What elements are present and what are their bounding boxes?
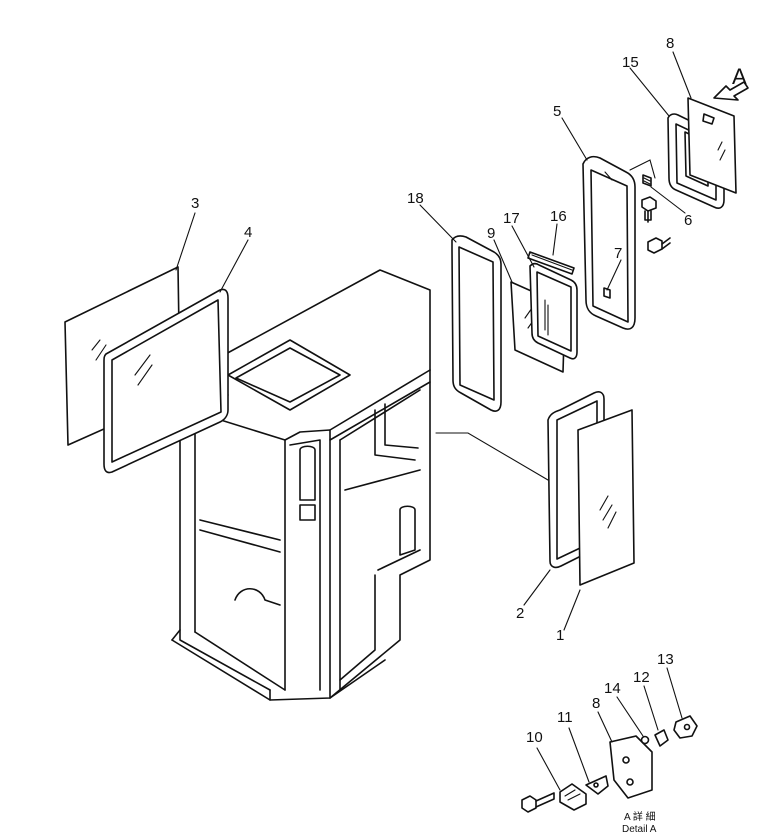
label-17: 17 xyxy=(503,210,520,227)
seal-part-18 xyxy=(451,235,502,412)
label-18: 18 xyxy=(407,190,424,207)
label-8-detail: 8 xyxy=(592,695,600,712)
seal-part-5 xyxy=(582,155,636,330)
label-13: 13 xyxy=(657,651,674,668)
detail-caption-jp: A 詳 細 xyxy=(624,810,656,823)
label-14: 14 xyxy=(604,680,621,697)
part-number-labels: 3 4 18 9 17 16 5 15 8 A 6 7 2 1 10 11 8 … xyxy=(191,35,747,835)
leader-cab-to-window xyxy=(435,432,549,481)
label-4: 4 xyxy=(244,224,252,241)
label-5: 5 xyxy=(553,103,561,120)
label-16: 16 xyxy=(550,208,567,225)
label-11: 11 xyxy=(557,709,573,726)
leader-lines xyxy=(175,51,692,791)
label-10: 10 xyxy=(526,729,543,746)
cab-frame xyxy=(171,269,431,701)
label-7: 7 xyxy=(614,245,622,262)
detail-a-assembly xyxy=(521,81,749,813)
label-8: 8 xyxy=(666,35,674,52)
glass-part-8 xyxy=(687,97,737,194)
seal-part-4 xyxy=(103,288,229,474)
label-15: 15 xyxy=(622,54,639,71)
seal-part-17 xyxy=(529,262,578,360)
label-6: 6 xyxy=(684,212,692,229)
detail-caption-en: Detail A xyxy=(622,824,657,835)
clip-part-6 xyxy=(629,159,656,187)
arrow-a-icon xyxy=(713,81,749,101)
bolt-part-7 xyxy=(641,196,671,254)
label-detail-a-arrow: A xyxy=(732,64,747,89)
label-9: 9 xyxy=(487,225,495,242)
label-1: 1 xyxy=(556,627,564,644)
label-12: 12 xyxy=(633,669,650,686)
label-2: 2 xyxy=(516,605,524,622)
glass-part-1 xyxy=(577,409,635,586)
label-3: 3 xyxy=(191,195,199,212)
